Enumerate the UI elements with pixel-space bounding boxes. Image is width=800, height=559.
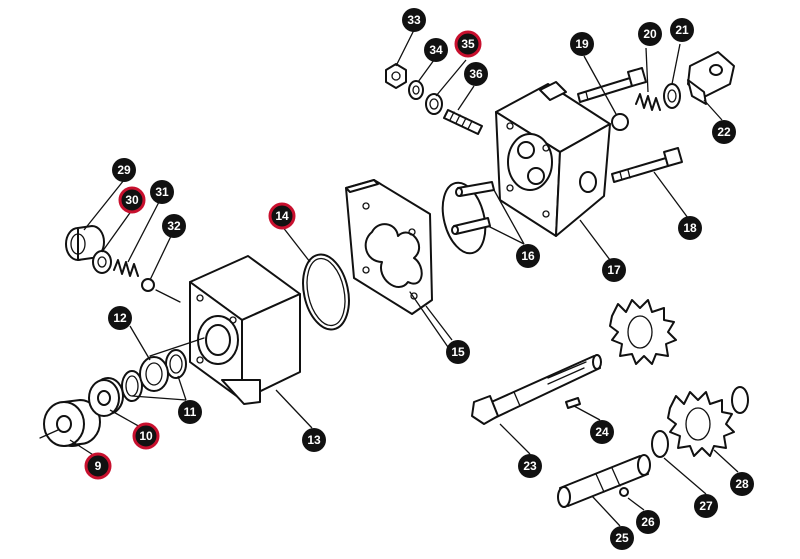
callout-12: 12 <box>108 306 132 330</box>
part-28-gear <box>667 391 735 457</box>
part-10-seal <box>88 377 124 417</box>
part-33-nut <box>385 63 407 89</box>
callout-label: 15 <box>451 345 465 359</box>
callout-label: 24 <box>595 425 609 439</box>
part-25-idler-shaft <box>557 454 651 508</box>
callout-label: 28 <box>735 477 749 491</box>
callout-34: 34 <box>424 38 448 62</box>
part-21-washer <box>663 83 681 109</box>
part-13-front-housing <box>149 255 301 405</box>
part-20-spring <box>635 93 661 111</box>
part-15-gear-plate <box>345 179 451 351</box>
callout-label: 19 <box>575 37 589 51</box>
callout-21: 21 <box>670 18 694 42</box>
callout-label: 33 <box>407 13 421 27</box>
callout-17: 17 <box>602 258 626 282</box>
callout-29: 29 <box>112 158 136 182</box>
callout-18: 18 <box>678 216 702 240</box>
callout-label: 34 <box>429 43 443 57</box>
part-31-spring <box>113 259 139 277</box>
callout-32: 32 <box>162 214 186 238</box>
part-34-washer <box>408 80 424 100</box>
leader-lines <box>69 29 739 527</box>
callout-label: 9 <box>95 459 102 473</box>
callout-label: 10 <box>139 429 153 443</box>
part-16-dowels-and-seal <box>441 181 495 255</box>
part-12-bearing <box>139 356 169 392</box>
callout-22: 22 <box>712 120 736 144</box>
callout-label: 27 <box>699 499 713 513</box>
callout-9: 9 <box>84 452 112 480</box>
callout-13: 13 <box>302 428 326 452</box>
callout-label: 22 <box>717 125 731 139</box>
part-24-key <box>565 397 581 409</box>
callout-label: 32 <box>167 219 181 233</box>
part-29-cap <box>65 225 105 261</box>
callout-14: 14 <box>268 202 296 230</box>
callout-19: 19 <box>570 32 594 56</box>
callout-label: 21 <box>675 23 689 37</box>
part-19-bolt-and-ball <box>577 67 647 131</box>
part-27-snap-rings <box>651 386 749 458</box>
part-35-seal-washer <box>425 93 443 115</box>
callout-label: 26 <box>641 515 655 529</box>
part-26-pin <box>619 487 629 497</box>
callout-24: 24 <box>590 420 614 444</box>
callout-26: 26 <box>636 510 660 534</box>
callout-label: 25 <box>615 531 629 545</box>
callout-27: 27 <box>694 494 718 518</box>
part-30-washer <box>92 250 112 274</box>
callout-28: 28 <box>730 472 754 496</box>
part-9-collar <box>39 399 101 447</box>
callout-label: 31 <box>155 185 169 199</box>
callout-label: 23 <box>523 459 537 473</box>
callout-23: 23 <box>518 454 542 478</box>
callout-16: 16 <box>516 244 540 268</box>
callout-label: 17 <box>607 263 621 277</box>
callout-label: 20 <box>643 27 657 41</box>
part-14-o-ring <box>302 253 350 331</box>
callout-label: 14 <box>275 209 289 223</box>
part-22-plug <box>687 51 735 105</box>
callout-label: 35 <box>461 37 475 51</box>
callout-label: 30 <box>125 193 139 207</box>
callout-20: 20 <box>638 22 662 46</box>
part-17-rear-cover <box>495 81 611 237</box>
part-32-ball <box>141 278 181 303</box>
callout-30: 30 <box>118 186 146 214</box>
callout-label: 18 <box>683 221 697 235</box>
callout-label: 13 <box>307 433 321 447</box>
part-23-drive-shaft <box>471 354 602 425</box>
callout-33: 33 <box>402 8 426 32</box>
callout-10: 10 <box>132 422 160 450</box>
part-36-adjusting-screw <box>443 109 483 135</box>
callout-31: 31 <box>150 180 174 204</box>
callout-label: 36 <box>469 67 483 81</box>
callout-36: 36 <box>464 62 488 86</box>
callout-label: 11 <box>184 405 197 419</box>
part-18-bolt <box>611 147 683 183</box>
callout-label: 16 <box>521 249 535 263</box>
callout-11: 11 <box>178 400 202 424</box>
callout-label: 29 <box>117 163 131 177</box>
callout-label: 12 <box>113 311 127 325</box>
callout-25: 25 <box>610 526 634 550</box>
callout-35: 35 <box>454 30 482 58</box>
gear-upper <box>609 299 677 365</box>
callout-15: 15 <box>446 340 470 364</box>
